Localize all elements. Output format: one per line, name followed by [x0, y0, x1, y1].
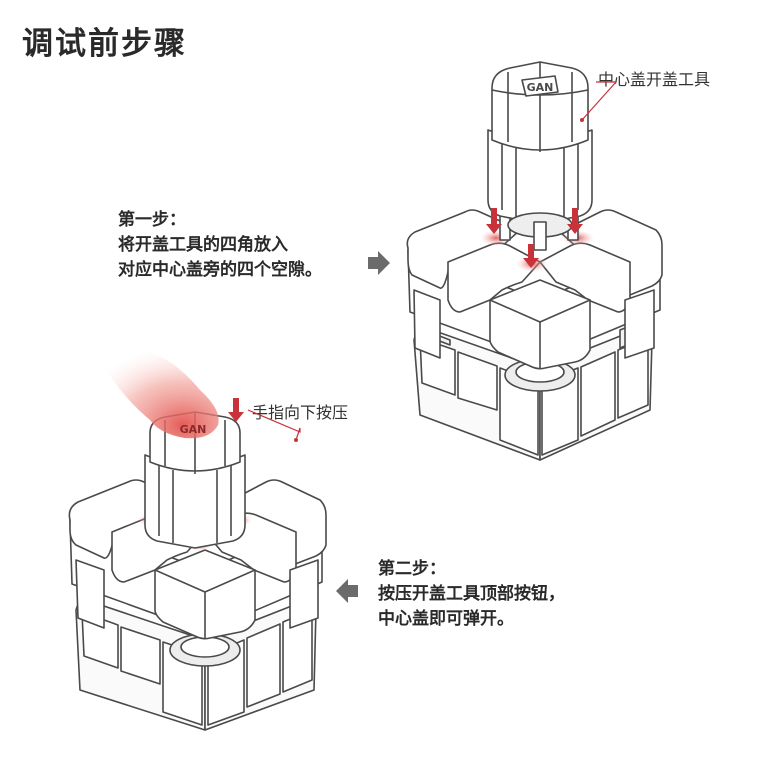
cube1-top-right-piece [559, 209, 663, 298]
step-two-heading: 第二步： [378, 559, 446, 579]
tool-label: 中心盖开盖工具 [598, 70, 711, 89]
tool2-cap [149, 411, 241, 472]
cube1-top-front-left [447, 242, 541, 313]
arrow-right-icon [368, 251, 390, 275]
cube1-top-left-piece [406, 209, 521, 289]
tool1-sleeve [487, 129, 593, 225]
tool1-cap [491, 61, 589, 151]
finger-down-arrow-icon [228, 398, 244, 422]
arrow-down-icon [567, 208, 583, 234]
cube2-gap-highlights [138, 514, 252, 551]
cube1-lower-right-face [539, 324, 653, 461]
cube-step-one [406, 209, 663, 461]
svg-text:GAN: GAN [527, 81, 554, 94]
tool2-sleeve [144, 454, 246, 549]
cube1-down-arrows [486, 208, 583, 268]
cube1-lower-left-face [413, 324, 541, 461]
page-title: 调试前步骤 [22, 26, 187, 62]
tool1-logo-icon [521, 75, 559, 97]
finger-icon [100, 350, 219, 439]
cube1-top-front-right [539, 242, 631, 313]
cube1-front-corner [489, 279, 591, 370]
step-one-text: 第一步： 将开盖工具的四角放入 对应中心盖旁的四个空隙。 [118, 208, 322, 283]
step-one-line-2: 对应中心盖旁的四个空隙。 [118, 260, 322, 280]
arrow-left-icon [336, 579, 358, 603]
step-two-text: 第二步： 按压开盖工具顶部按钮， 中心盖即可弹开。 [378, 557, 565, 632]
cube2-front-corner [154, 549, 256, 640]
tool2-logo-icon: GAN [180, 423, 207, 436]
cube2-center-hole [169, 633, 241, 667]
finger-label: 手指向下按压 [252, 403, 349, 422]
center-cap-tool-2 [144, 411, 246, 549]
cube1-center-hole [504, 358, 576, 392]
center-cap-tool-1: GAN [487, 61, 593, 251]
cube-step-two [68, 479, 327, 731]
step-two-line-1: 按压开盖工具顶部按钮， [378, 584, 565, 604]
arrow-down-icon [523, 244, 539, 268]
step-one-line-1: 将开盖工具的四角放入 [118, 235, 288, 255]
arrow-down-icon [486, 208, 502, 234]
cube1-gap-highlights [480, 230, 594, 272]
step-one-heading: 第一步： [118, 210, 186, 230]
step-two-line-2: 中心盖即可弹开。 [378, 609, 514, 629]
